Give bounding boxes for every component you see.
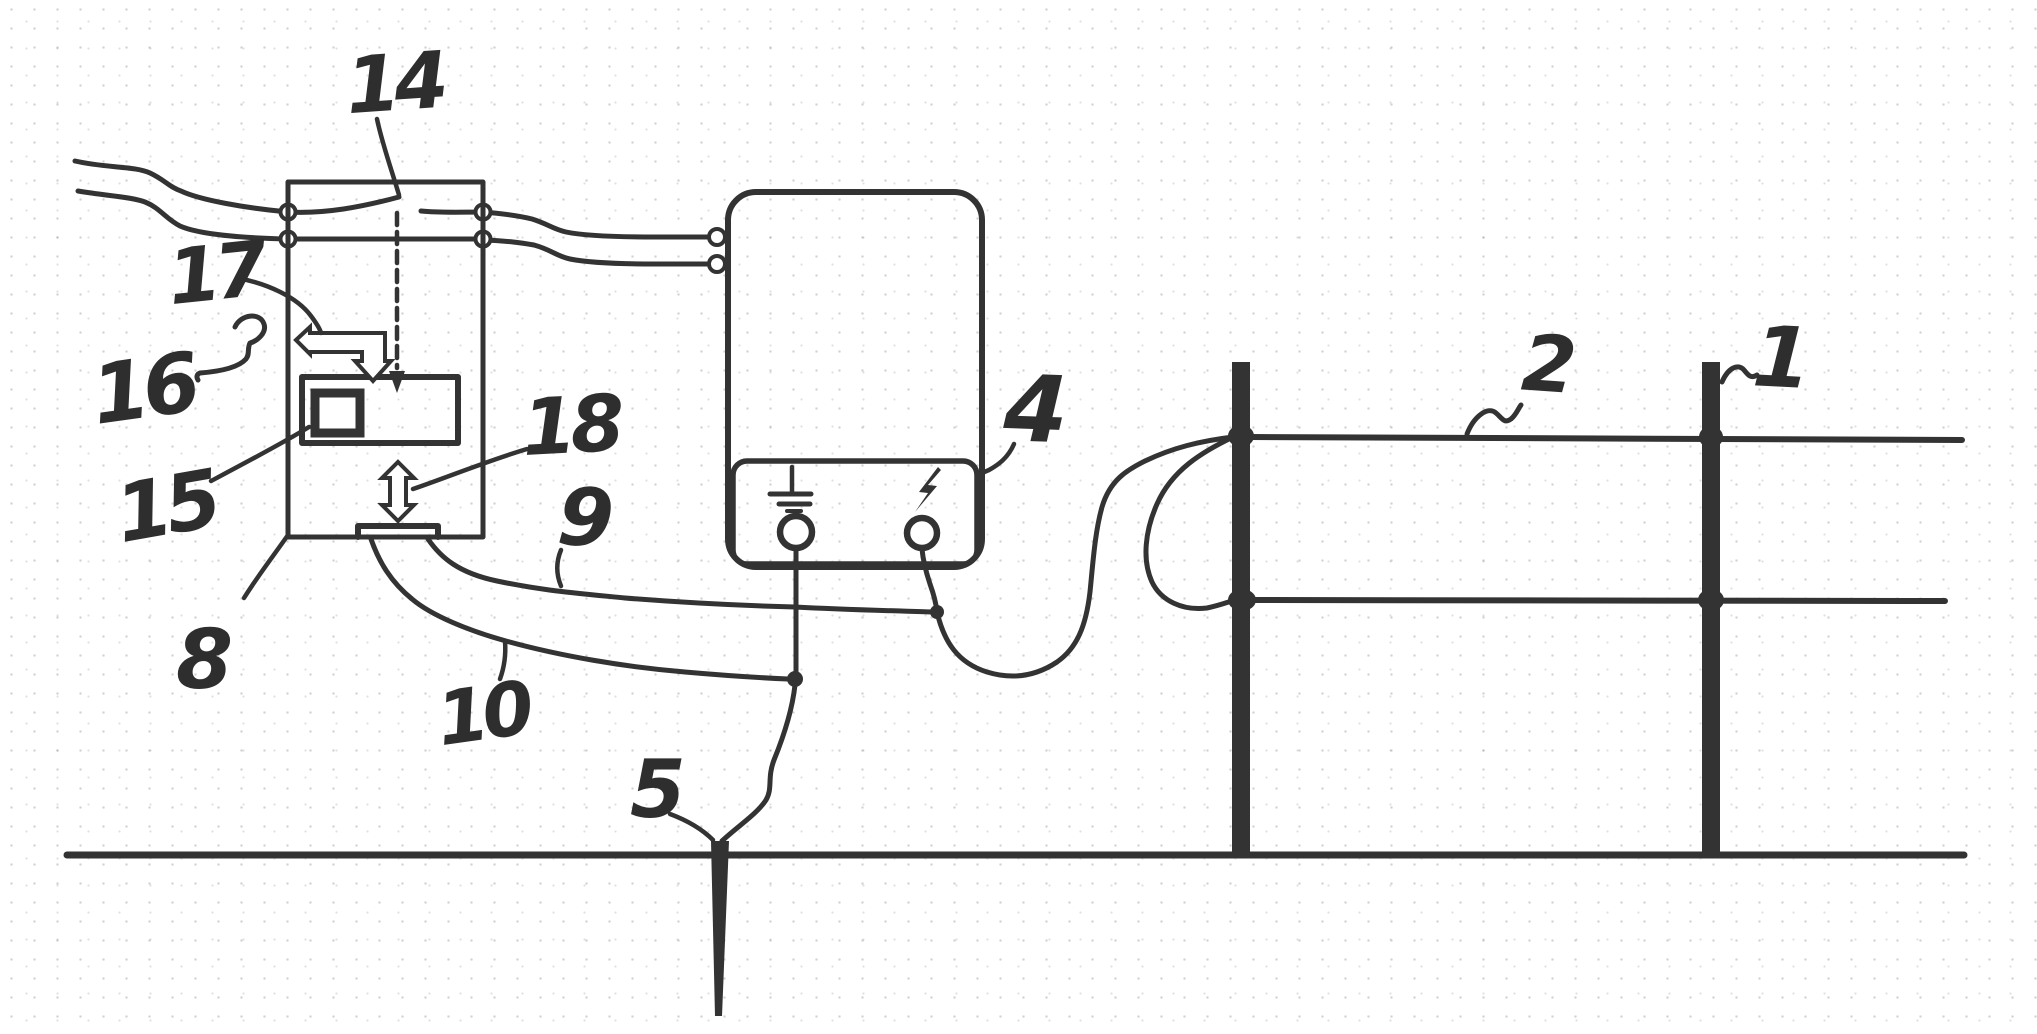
squiggle-16 [194,313,268,383]
earthing [711,546,799,1016]
mains-wire-lower-right [480,237,713,267]
bottom-terminal-bracket [355,523,441,540]
ref-label-8: 8 [176,613,231,708]
reference-numerals: 14 17 16 15 18 8 9 10 5 4 2 1 [86,36,1808,836]
earth-wire-to-rod [719,682,798,844]
chip-square [310,388,365,438]
mains-wire-lower-left [75,188,291,242]
mains-wire-upper-right [480,209,713,240]
ref-label-10: 10 [431,665,537,763]
fence-wire-top [1247,434,1965,443]
bent-signal-arrow [293,322,396,384]
energizer-outline [725,189,985,570]
leader-10 [497,638,508,682]
energizer-supply-connector-ring [707,254,727,274]
ref-label-14: 14 [343,36,447,133]
ground-rod [711,841,729,1016]
post-jumper-loop [1143,434,1242,612]
fence [1228,362,1965,855]
leader-18 [410,446,530,492]
mains-wire-upper-left [72,158,291,215]
control-box-outline [285,179,486,540]
fence-junction-blob [1698,589,1724,611]
energizer-terminal-panel [730,458,980,567]
leader-14 [374,116,402,198]
fence-junction-blob [1228,589,1256,611]
fence-junction-blob [1699,426,1723,448]
energizer [725,189,985,615]
ref-label-15: 15 [109,452,225,561]
ref-label-2: 2 [1519,319,1575,412]
high-voltage-terminal [903,514,941,552]
leader-5 [667,811,716,843]
ref-label-4: 4 [1001,355,1065,464]
tilde-2 [1464,402,1524,437]
ref-label-16: 16 [86,335,204,444]
ref-label-17: 17 [163,223,272,322]
lightning-bolt-icon [915,467,941,512]
leader-4 [975,441,1017,479]
leader-8 [241,532,291,601]
energizer-supply-connector-ring [707,227,727,247]
leader-9 [555,547,564,589]
wire-10-junction-dot [787,671,803,687]
leader-15 [208,424,312,484]
up-down-signal-arrow [377,459,419,524]
fence-junction-blob [1228,425,1254,447]
ref-label-5: 5 [630,743,682,836]
mains-wire-upper-inside-box [285,194,402,215]
leader-17 [235,275,324,336]
inner-module-box [299,374,461,446]
wire-10 [368,536,791,682]
wire-9 [425,536,938,615]
leader-lines [194,116,1760,843]
fence-wire-bottom [1247,597,1948,604]
control-box [285,179,486,540]
connection-wires [368,536,944,687]
feed-wire-u-loop [934,434,1236,679]
earth-terminal [776,512,816,552]
ref-label-18: 18 [520,379,625,474]
tilde-1 [1719,364,1760,385]
ref-label-9: 9 [555,470,614,566]
ref-label-1: 1 [1750,307,1808,408]
fence-feed [934,434,1242,679]
high-voltage-terminal-wire [919,546,940,615]
